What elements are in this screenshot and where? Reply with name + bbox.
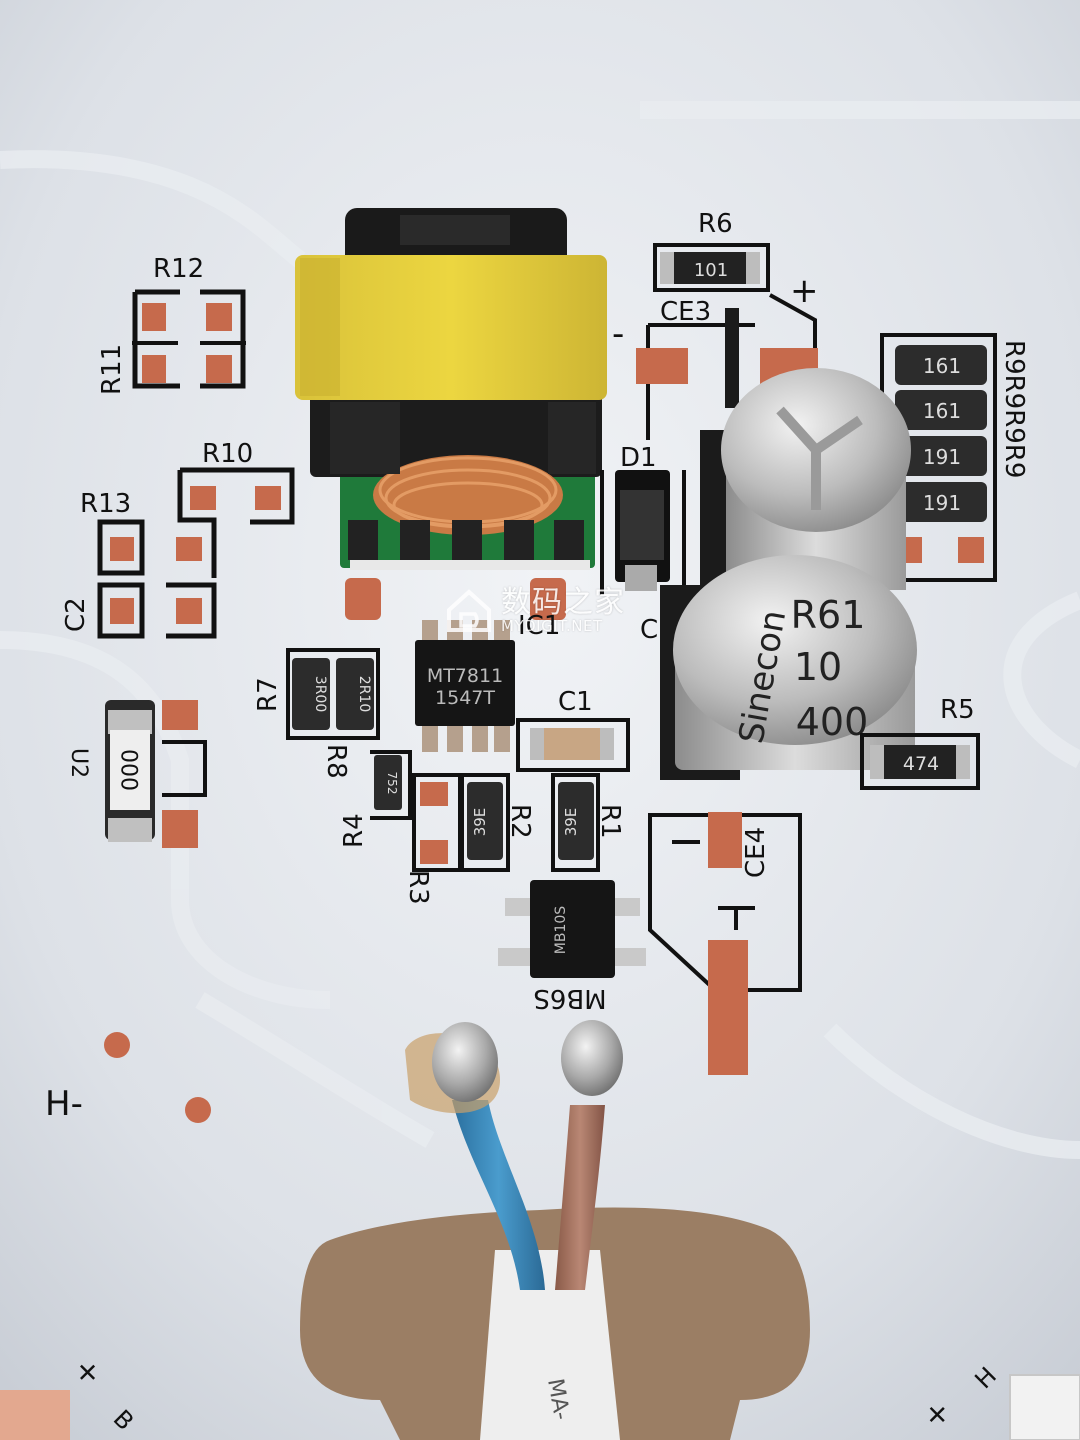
ic-line-1: MT7811 <box>427 665 503 687</box>
r9-code-3: 191 <box>923 445 961 469</box>
u2-part: 000 <box>105 700 207 848</box>
label-h-minus: H- <box>45 1084 83 1124</box>
r7-r8-resistors: 3R00 2R10 <box>286 648 380 740</box>
pad-group-r10-r13-c2 <box>97 467 295 639</box>
d1-diode <box>600 470 686 595</box>
label-d1: D1 <box>620 443 657 473</box>
cap-line-3: 400 <box>796 700 869 744</box>
label-ce3: CE3 <box>660 297 711 327</box>
bridge-code: MB10S <box>553 906 569 954</box>
r7-code: 3R00 <box>312 676 328 712</box>
r9-code-1: 161 <box>923 354 961 378</box>
r8-code: 2R10 <box>356 676 372 712</box>
label-plus-top: + <box>790 271 819 311</box>
label-u2: U2 <box>66 748 91 778</box>
watermark: 数码之家 MYDIGIT.NET <box>445 588 625 634</box>
pcb-traces <box>0 101 1080 1159</box>
label-c1: C1 <box>558 687 593 717</box>
r9-resistors: 161 161 191 191 <box>880 333 997 582</box>
bridge-rectifier: MB10S <box>498 880 646 978</box>
label-r10: R10 <box>202 439 253 469</box>
label-c2: C2 <box>61 597 91 632</box>
label-r12: R12 <box>153 254 204 284</box>
test-pad-1 <box>104 1032 130 1058</box>
lower-resistors: 752 39E 39E <box>370 750 600 872</box>
r6-code: 101 <box>694 260 728 281</box>
r1-code: 39E <box>562 808 580 837</box>
r9-code-4: 191 <box>923 491 961 515</box>
label-r4: R4 <box>339 813 369 848</box>
test-pad-2 <box>185 1097 211 1123</box>
r2-code: 39E <box>471 808 489 837</box>
label-ic1: IC1 <box>518 611 560 641</box>
power-cable: MA- <box>452 1100 620 1440</box>
ce4-outline <box>648 812 802 1075</box>
ic1-chip: MT7811 1547T <box>415 620 515 752</box>
label-r7: R7 <box>253 677 283 712</box>
label-r13: R13 <box>80 489 131 519</box>
label-r5: R5 <box>940 695 975 725</box>
watermark-cn: 数码之家 <box>501 585 625 620</box>
label-minus-mid: - <box>612 314 624 354</box>
cap-line-1: R61 <box>791 593 866 637</box>
r5-code: 474 <box>903 753 939 775</box>
pad-group-r11-r12 <box>132 289 246 389</box>
ic-line-2: 1547T <box>435 687 495 709</box>
label-ce4: CE4 <box>741 827 771 878</box>
label-mbbs: MB6S <box>533 983 606 1013</box>
watermark-en: MYDIGIT.NET <box>501 617 603 635</box>
capacitor-large: Sinecon R61 10 400 <box>660 555 917 780</box>
r6-resistor: 101 <box>653 243 770 292</box>
led-pad-left <box>0 1390 70 1440</box>
watermark-logo-icon <box>447 589 491 632</box>
r5-resistor: 474 <box>860 733 980 790</box>
solder-joints <box>405 1020 623 1114</box>
u2-code: 000 <box>119 749 144 791</box>
label-r6: R6 <box>698 209 733 239</box>
r4-code: 752 <box>385 772 399 795</box>
label-r2: R2 <box>505 804 535 839</box>
led-chip-right <box>1009 1374 1080 1440</box>
label-r9: R9R9R9R9 <box>999 340 1029 478</box>
label-r1: R1 <box>595 804 625 839</box>
label-r3: R3 <box>403 870 433 905</box>
c1-capacitor <box>516 718 630 772</box>
r9-code-2: 161 <box>923 399 961 423</box>
transformer <box>295 208 607 620</box>
cap-line-2: 10 <box>794 645 842 689</box>
label-r11: R11 <box>97 344 127 395</box>
label-c-left: C <box>640 615 658 645</box>
label-r8: R8 <box>321 744 351 779</box>
